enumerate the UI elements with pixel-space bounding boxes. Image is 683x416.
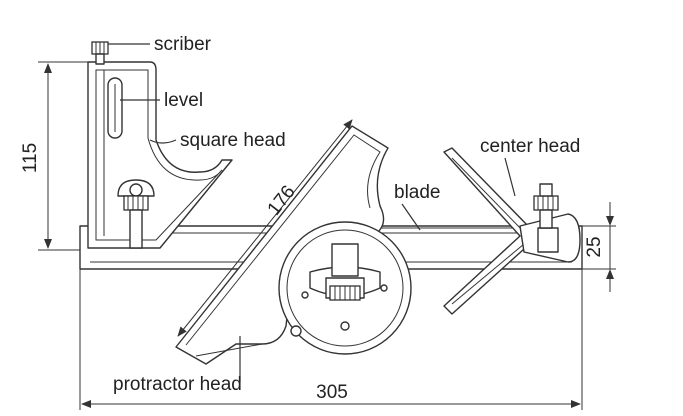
- dimension-25: 25: [582, 202, 616, 292]
- scriber-part: [91, 41, 109, 65]
- dimension-305: 305: [79, 269, 583, 410]
- dimension-25-label: 25: [584, 236, 605, 257]
- square-head-part: [87, 61, 233, 249]
- center-head-label: center head: [480, 136, 580, 157]
- protractor-head-label: protractor head: [113, 374, 242, 395]
- level-label: level: [164, 90, 203, 111]
- square-head-label: square head: [180, 130, 286, 151]
- dimension-305-label: 305: [316, 382, 348, 403]
- blade-label: blade: [394, 182, 441, 203]
- dimension-115: 115: [20, 61, 92, 251]
- scriber-label: scriber: [154, 34, 212, 55]
- dimension-115-label: 115: [20, 143, 41, 173]
- leader-lines: [108, 43, 516, 382]
- center-head-part: [443, 147, 581, 315]
